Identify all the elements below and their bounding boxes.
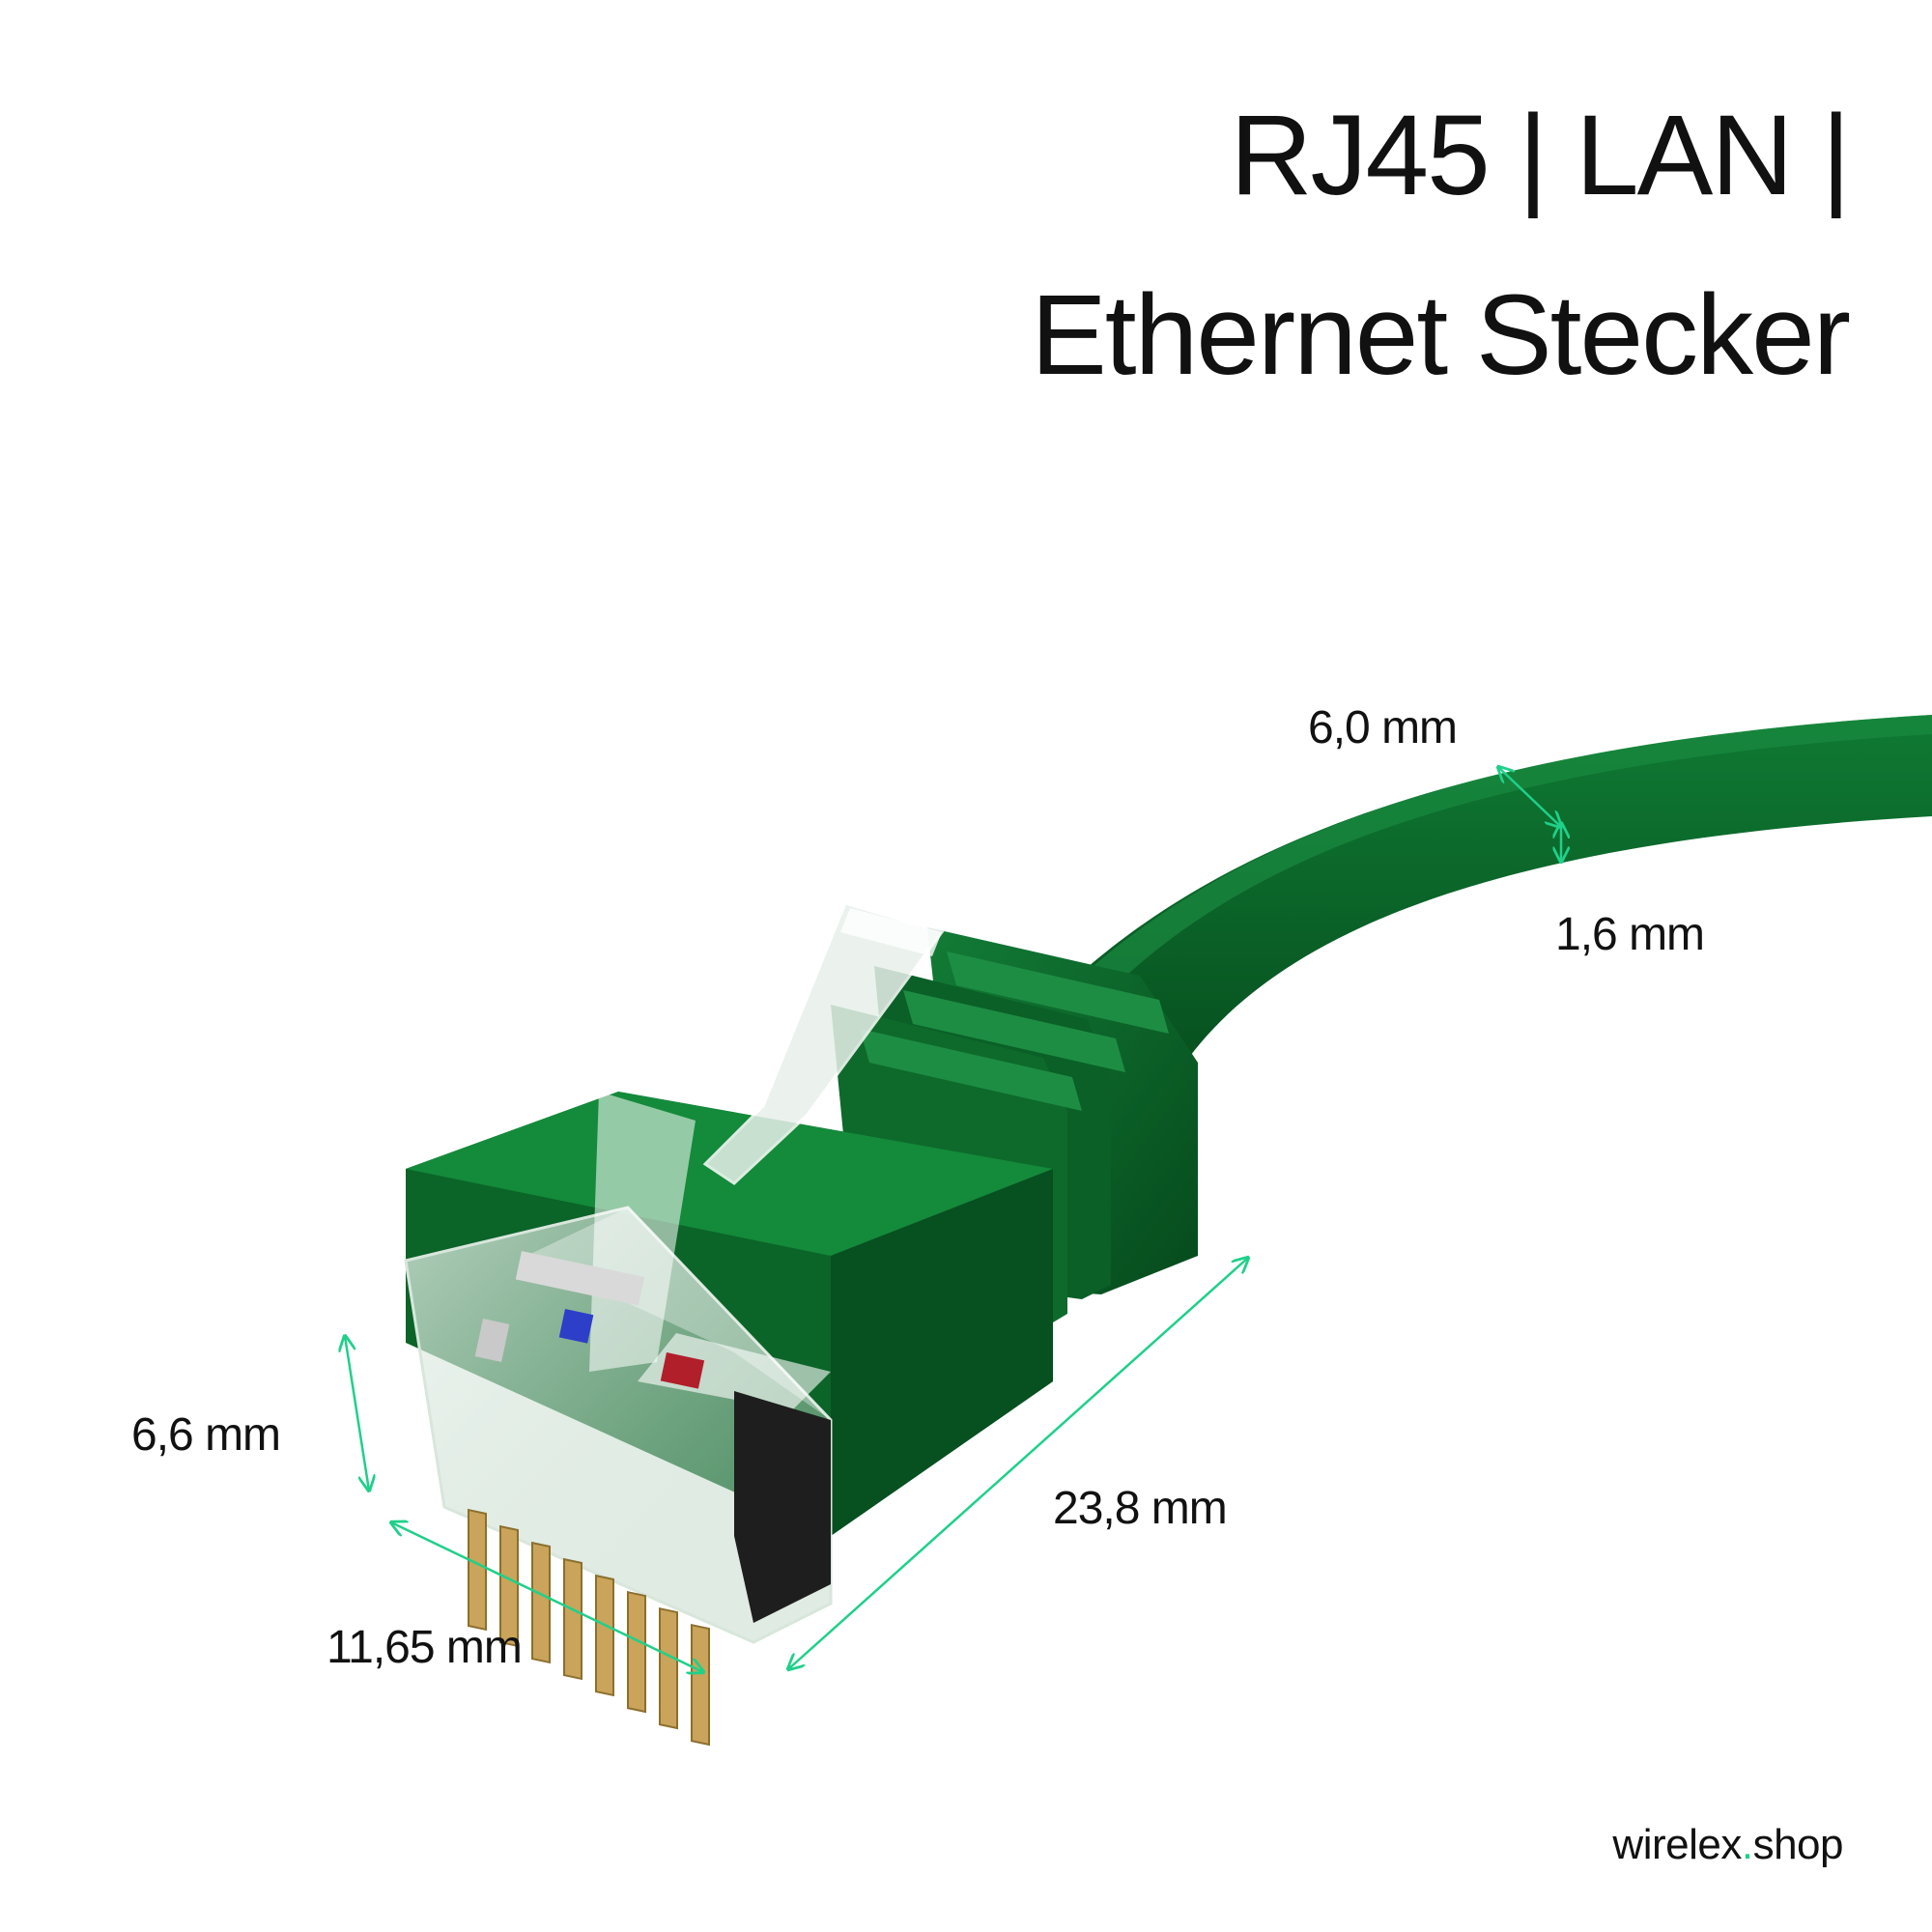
cable-thickness-label: 1,6 mm [1555, 909, 1705, 960]
plug-length-label: 23,8 mm [1053, 1483, 1228, 1534]
cable-width-arrow [1498, 767, 1561, 827]
brand-logo: wirelex.shop [1612, 1824, 1843, 1866]
brand-dot: . [1741, 1821, 1753, 1868]
flat-cable [1072, 715, 1932, 1072]
brand-name: wirelex [1612, 1821, 1742, 1868]
latch-clip [589, 901, 945, 1410]
dimension-arrows [345, 767, 1561, 1672]
cable-width-label: 6,0 mm [1308, 702, 1458, 753]
title-line-2: Ethernet Stecker [1031, 271, 1851, 399]
plug-height-arrow [345, 1336, 369, 1491]
plug-height-label: 6,6 mm [131, 1409, 281, 1461]
conductors [474, 1251, 705, 1389]
title-line-1: RJ45 | LAN | [1230, 92, 1851, 219]
plug-width-label: 11,65 mm [327, 1622, 523, 1673]
plug-width-arrow [391, 1522, 703, 1672]
brand-tld: shop [1752, 1821, 1844, 1868]
plug-length-arrow [788, 1258, 1248, 1669]
